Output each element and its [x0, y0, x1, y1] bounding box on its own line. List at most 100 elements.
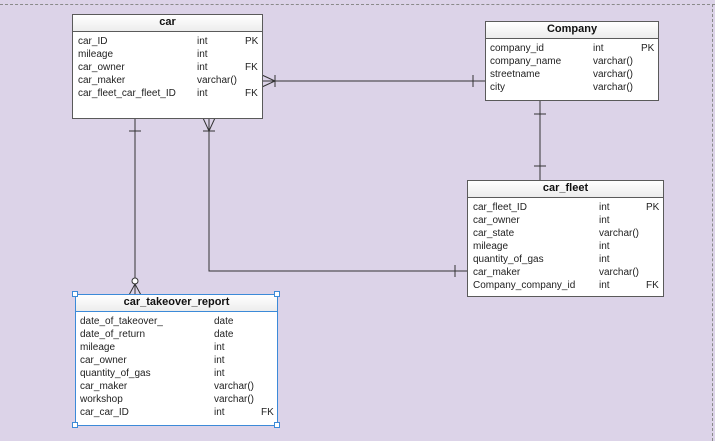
- column-type: int: [599, 202, 610, 213]
- table-row[interactable]: workshop varchar(): [76, 393, 277, 406]
- table-row[interactable]: car_maker varchar(): [468, 266, 663, 279]
- column-key: FK: [245, 62, 258, 73]
- column-name: mileage: [473, 241, 509, 252]
- column-type: varchar(): [214, 381, 255, 392]
- column-name: workshop: [80, 394, 123, 405]
- rel-car-takeover[interactable]: [128, 118, 142, 296]
- column-name: date_of_takeover_: [80, 316, 163, 327]
- column-type: int: [214, 407, 225, 418]
- table-row[interactable]: car_ID int PK: [73, 35, 262, 48]
- column-type: int: [599, 215, 610, 226]
- rel-company-carfleet[interactable]: [534, 100, 546, 181]
- column-name: car_owner: [80, 355, 127, 366]
- table-row[interactable]: mileage int: [73, 48, 262, 61]
- column-type: date: [214, 329, 234, 340]
- column-name: quantity_of_gas: [80, 368, 151, 379]
- column-type: int: [214, 368, 225, 379]
- column-type: int: [197, 49, 208, 60]
- resize-handle-top-left[interactable]: [72, 291, 78, 297]
- table-row[interactable]: mileage int: [468, 240, 663, 253]
- column-name: company_id: [490, 43, 544, 54]
- column-type: int: [599, 241, 610, 252]
- column-type: int: [197, 62, 208, 73]
- resize-handle-top-right[interactable]: [274, 291, 280, 297]
- table-row[interactable]: car_state varchar(): [468, 227, 663, 240]
- rel-car-company[interactable]: [261, 74, 486, 88]
- column-type: int: [214, 355, 225, 366]
- table-row[interactable]: car_owner int: [76, 354, 277, 367]
- column-type: varchar(): [599, 228, 640, 239]
- column-type: varchar(): [593, 56, 634, 67]
- table-row[interactable]: car_maker varchar(): [73, 74, 262, 87]
- column-name: car_maker: [80, 381, 128, 392]
- table-row[interactable]: company_id int PK: [486, 42, 658, 55]
- table-row[interactable]: quantity_of_gas int: [76, 367, 277, 380]
- column-name: Company_company_id: [473, 280, 576, 291]
- column-key: PK: [646, 202, 660, 213]
- column-name: mileage: [78, 49, 114, 60]
- column-type: varchar(): [593, 69, 634, 80]
- table-row[interactable]: quantity_of_gas int: [468, 253, 663, 266]
- column-type: int: [599, 254, 610, 265]
- rel-car-carfleet[interactable]: [202, 117, 468, 277]
- page-boundary-right: [712, 4, 713, 441]
- column-name: quantity_of_gas: [473, 254, 544, 265]
- resize-handle-bottom-left[interactable]: [72, 422, 78, 428]
- column-name: streetname: [490, 69, 541, 80]
- column-type: varchar(): [599, 267, 640, 278]
- table-row[interactable]: car_fleet_ID int PK: [468, 201, 663, 214]
- table-row[interactable]: company_name varchar(): [486, 55, 658, 68]
- table-row[interactable]: streetname varchar(): [486, 68, 658, 81]
- table-row[interactable]: date_of_takeover_ date: [76, 315, 277, 328]
- column-key: FK: [646, 280, 659, 291]
- column-key: FK: [245, 88, 258, 99]
- column-type: int: [214, 342, 225, 353]
- table-row[interactable]: car_owner int: [468, 214, 663, 227]
- table-row[interactable]: date_of_return date: [76, 328, 277, 341]
- column-type: varchar(): [197, 75, 238, 86]
- column-name: city: [490, 82, 505, 93]
- column-type: int: [197, 36, 208, 47]
- table-row[interactable]: Company_company_id int FK: [468, 279, 663, 292]
- column-name: car_car_ID: [80, 407, 129, 418]
- column-name: car_maker: [78, 75, 126, 86]
- entity-rows: company_id int PK company_name varchar() st…: [486, 39, 658, 94]
- column-name: car_owner: [78, 62, 125, 73]
- column-key: PK: [245, 36, 259, 47]
- table-row[interactable]: car_maker varchar(): [76, 380, 277, 393]
- entity-title: car_takeover_report: [76, 295, 277, 312]
- column-name: company_name: [490, 56, 562, 67]
- column-type: varchar(): [214, 394, 255, 405]
- column-name: car_owner: [473, 215, 520, 226]
- column-key: PK: [641, 43, 655, 54]
- column-name: mileage: [80, 342, 116, 353]
- column-type: int: [599, 280, 610, 291]
- column-name: car_fleet_ID: [473, 202, 527, 213]
- resize-handle-bottom-right[interactable]: [274, 422, 280, 428]
- column-type: int: [197, 88, 208, 99]
- table-row[interactable]: car_car_ID int FK: [76, 406, 277, 419]
- table-row[interactable]: car_owner int FK: [73, 61, 262, 74]
- page-boundary-top: [0, 4, 715, 5]
- column-name: car_maker: [473, 267, 521, 278]
- column-type: date: [214, 316, 234, 327]
- column-name: car_ID: [78, 36, 108, 47]
- entity-title: Company: [486, 22, 658, 39]
- table-row[interactable]: mileage int: [76, 341, 277, 354]
- column-name: car_state: [473, 228, 515, 239]
- entity-title: car_fleet: [468, 181, 663, 198]
- column-name: date_of_return: [80, 329, 146, 340]
- entity-title: car: [73, 15, 262, 32]
- column-key: FK: [261, 407, 274, 418]
- column-type: int: [593, 43, 604, 54]
- entity-car-takeover-report[interactable]: car_takeover_report date_of_takeover_dat…: [75, 294, 278, 426]
